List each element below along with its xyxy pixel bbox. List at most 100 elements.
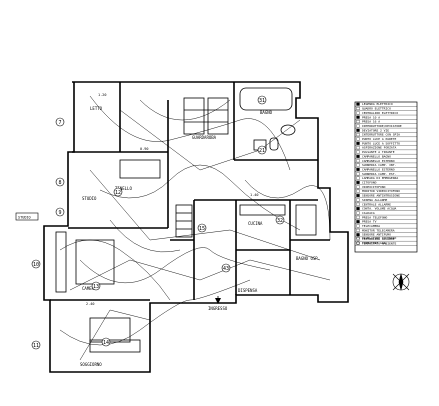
legend-label: SUONERIA CAMP. EST.: [362, 172, 397, 176]
legend-row: SENSORE ANTIFUMO: [355, 233, 417, 238]
legend-extra-row: CONTATORE GAS: [356, 241, 386, 245]
legend-symbol-icon: [356, 128, 360, 132]
legend-label: LEGENDA ELETTRICO: [362, 102, 393, 106]
legend-label: INTERRUTTORE/DEVIATORE: [362, 124, 402, 128]
legend-row: QUADRO ELETTRICO: [355, 107, 417, 111]
legend-symbol-icon: [356, 163, 360, 167]
legend-row: PULSANTE A TIRANTE: [355, 150, 417, 155]
legend-symbol-icon: [356, 167, 360, 171]
room-number-circle: 32: [275, 215, 285, 225]
legend-row: CAMPANELLO BAGNO: [355, 154, 417, 159]
legend-symbol-icon: [356, 176, 360, 180]
legend-label: CENTRALE ALLARME: [362, 202, 391, 206]
legend-symbol-icon: [356, 150, 360, 154]
legend-row: SIRENA ALLARME: [355, 198, 417, 203]
entrance-arrow: [215, 296, 221, 304]
legend-symbol-icon: [356, 102, 360, 106]
legend-label: PRESA TELEFONO: [362, 215, 387, 219]
legend-extra-row: RIVELATORE INCENDIO: [356, 236, 397, 240]
room-number-circle: 43: [221, 263, 231, 273]
room-label-soggiorno: SOGGIORNO: [80, 362, 102, 367]
legend-label: DEVIATORE 2 VIE: [362, 128, 389, 132]
room-label-tinello: TINELLO: [115, 186, 132, 191]
wardrobe: [207, 97, 229, 135]
legend-symbol-icon: [356, 120, 360, 124]
legend-label: SIRENA ALLARME: [362, 198, 387, 202]
room-label-cucina: CUCINA: [248, 221, 263, 226]
legend-symbol-icon: [356, 107, 360, 110]
room-number-circle: 21: [257, 145, 267, 155]
wiring: [109, 219, 181, 253]
north-compass: [392, 273, 410, 291]
legend-label: PRESA 16 A: [362, 120, 380, 124]
shower: [280, 124, 296, 136]
svg-text:31: 31: [259, 98, 265, 104]
legend-symbol-icon: [356, 115, 360, 119]
legend-symbol-icon: [356, 154, 360, 158]
legend-label: TERMOSTATO AMBIENTE: [362, 241, 397, 245]
legend-row: CENTRALINA ALLARME: [355, 237, 417, 242]
legend-label: ASPIRAZIONE FORZATA: [362, 146, 397, 150]
room-number-circle: 11: [31, 340, 41, 350]
dimension-label: 1.20: [98, 93, 106, 97]
legend-label: SENSORE ANTINTRUSIONE: [362, 194, 400, 198]
wiring: [139, 99, 231, 121]
wiring: [99, 164, 301, 231]
cabinet: [119, 159, 161, 179]
legend-label: CONTATORE GAS: [362, 241, 386, 245]
wiring: [79, 247, 271, 284]
room-label-ingresso: INGRESSO: [208, 306, 228, 311]
legend-label: QUADRO ELETTRICO: [362, 107, 391, 111]
wiring: [59, 239, 171, 301]
legend-title: LEGENDA ELETTRICO: [355, 102, 417, 107]
legend-symbol-icon: [356, 198, 360, 202]
legend-symbol-icon: [356, 211, 360, 215]
legend-symbol-icon: [356, 215, 360, 219]
legend-row: LAMPADA DI EMERGENZA: [355, 176, 417, 181]
wiring: [69, 259, 331, 291]
legend-row: PRESA 16 A: [355, 120, 417, 124]
legend-label: PRESA TV: [362, 220, 377, 224]
room-number-circle: 12: [113, 187, 123, 197]
legend-row: MONITOR VIDEOCITOFONO: [355, 189, 417, 194]
legend-row: PRESA TV: [355, 220, 417, 224]
wardrobe: [183, 97, 205, 135]
bathtub: [239, 87, 293, 111]
legend-label: MONITOR VIDEOCITOFONO: [362, 189, 400, 193]
legend-row: INTERRUTTORE/DEVIATORE: [355, 124, 417, 129]
room-label-studio: STUDIO: [82, 196, 97, 201]
room-label-bagno-osp: BAGNO OSP.: [296, 256, 320, 261]
legend-label: PUNTO LUCE A PARETE: [362, 137, 397, 141]
room-label-letto: LETTO: [90, 106, 103, 111]
legend-label: INTERRUTTORE CON SPIA: [362, 133, 400, 137]
legend-symbol-icon: [356, 236, 360, 240]
legend-symbol-icon: [356, 207, 360, 211]
legend-symbol-icon: [356, 241, 360, 245]
legend-row: TELECAMERA: [355, 224, 417, 229]
wiring: [59, 279, 251, 346]
legend-label: RIVELATORE INCENDIO: [362, 236, 397, 240]
legend-symbol-icon: [356, 220, 360, 224]
legend-label: CAMPANELLO ESTERNO: [362, 167, 395, 171]
wiring: [89, 169, 321, 261]
closet: [55, 231, 67, 293]
legend-label: CALDAIA: [362, 211, 375, 215]
legend-symbol-icon: [356, 141, 360, 145]
legend-label: CAMPANELLO ESTERNO: [362, 159, 395, 163]
legend-row: INTERRUTTORE CON SPIA: [355, 133, 417, 137]
room-number-circle: 10: [31, 259, 41, 269]
legend-symbol-icon: [356, 172, 360, 176]
legend-label: CONTA. VOLUME ACQUA: [362, 207, 397, 211]
legend-symbol-icon: [356, 181, 360, 184]
svg-text:32: 32: [277, 218, 283, 224]
legend-label: CENTRALINO ELETTRICO: [362, 111, 398, 115]
wiring: [244, 179, 331, 241]
legend-row: CAMPANELLO ESTERNO: [355, 159, 417, 164]
legend-row: DEVIATORE 2 VIE: [355, 128, 417, 133]
legend-symbol-icon: [356, 241, 360, 245]
svg-text:10: 10: [33, 262, 39, 268]
kitchen-counter: [239, 204, 286, 216]
side-tag-label: STUDIO: [18, 216, 31, 220]
